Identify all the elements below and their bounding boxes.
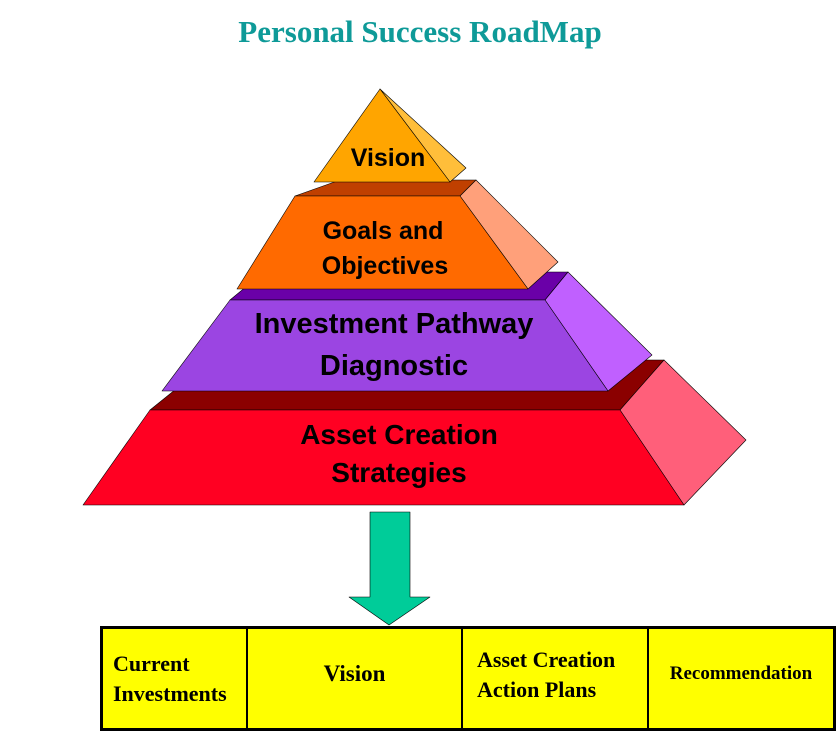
tier-asset-front-face xyxy=(82,409,685,506)
tier-goals-label-line-2: Objectives xyxy=(322,252,448,280)
cell-vision: Vision xyxy=(246,629,461,728)
cell-recommendation: Recommendation xyxy=(647,629,833,728)
tier-goals-objectives: Goals and Objectives xyxy=(236,179,559,290)
pyramid-diagram: Asset Creation Strategies Investment Pat… xyxy=(82,88,747,626)
tier-goals-front-face xyxy=(236,195,529,290)
tier-investment-label-line-1: Investment Pathway xyxy=(255,308,534,340)
roadmap-table: Current Investments Vision Asset Creatio… xyxy=(100,626,836,731)
cell-current-investments: Current Investments xyxy=(113,650,227,706)
tier-investment-pathway: Investment Pathway Diagnostic xyxy=(161,271,653,392)
tier-vision-label: Vision xyxy=(351,144,426,172)
tier-investment-label-line-2: Diagnostic xyxy=(320,350,468,382)
tier-goals-top-face xyxy=(294,179,477,197)
cell-asset-creation-action-plans: Asset Creation Action Plans xyxy=(461,629,647,728)
tier-vision: Vision xyxy=(313,88,467,183)
tier-asset-label-line-2: Strategies xyxy=(331,457,466,488)
down-arrow xyxy=(348,511,431,626)
tier-investment-front-face xyxy=(161,299,609,392)
tier-goals-label-line-1: Goals and xyxy=(323,217,444,245)
page-title: Personal Success RoadMap xyxy=(238,14,602,49)
tier-asset-label-line-1: Asset Creation xyxy=(300,419,498,450)
tier-vision-front-face xyxy=(313,88,451,183)
